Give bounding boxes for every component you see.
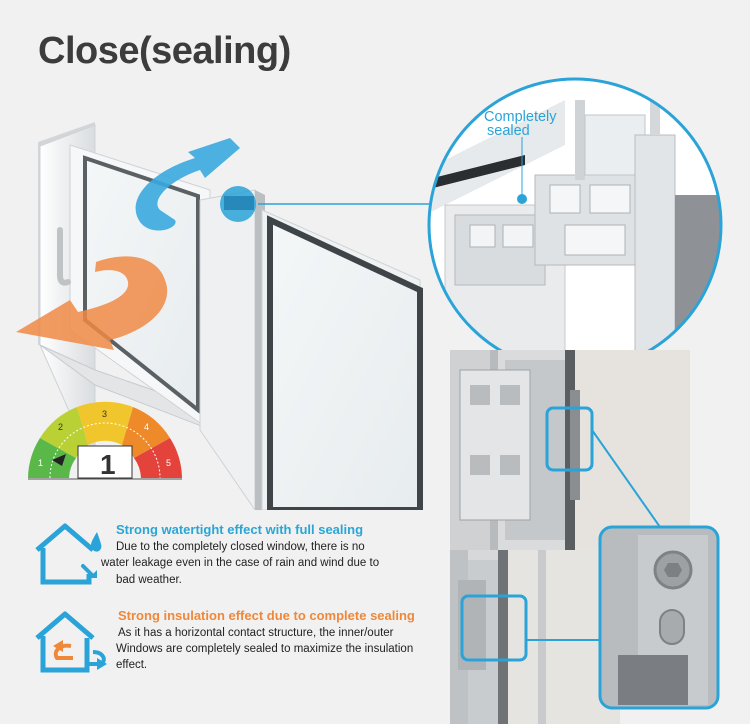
hardware-zoom-box [598,525,720,710]
gauge-level-1: 1 [38,458,43,468]
insulation-feature-line: effect. [116,659,148,671]
gauge-segment-4 [122,407,170,458]
gauge-segment-2 [40,407,88,458]
energy-efficiency-gauge: 1 2 3 4 5 1 [28,401,182,480]
insulation-feature-line: Windows are completely sealed to maximiz… [116,643,414,655]
gauge-pointer-icon [52,454,66,466]
gauge-level-4: 4 [144,422,149,432]
seal-detail-zoom-circle [427,77,723,373]
page-title: Close(sealing) [38,30,291,72]
insulation-feature-title: Strong insulation effect due to complete… [118,608,415,623]
callout-line-2: sealed [487,123,530,139]
window-section-illustration [16,122,432,510]
watertight-feature-line: Due to the completely closed window, the… [116,541,365,553]
watertight-feature-title: Strong watertight effect with full seali… [116,522,364,537]
watertight-feature-line: bad weather. [116,574,182,586]
gauge-segment-5 [134,438,182,478]
gauge-segment-1 [28,438,76,478]
gauge-level-5: 5 [166,458,171,468]
hardware-photo-bottom [450,550,620,724]
watertight-feature-line: water leakage even in the case of rain a… [101,557,380,569]
gauge-level-3: 3 [102,409,107,419]
gauge-segment-3 [77,401,133,445]
house-heat-arrows-icon [35,611,107,673]
gauge-level-2: 2 [58,422,63,432]
completely-sealed-label: Completely sealed [484,109,557,139]
gauge-value: 1 [100,449,116,480]
house-water-drop-icon [35,523,102,585]
callout-line-1: Completely [484,109,557,125]
insulation-feature-line: As it has a horizontal contact structure… [118,627,394,639]
hardware-photo-top [450,350,690,550]
